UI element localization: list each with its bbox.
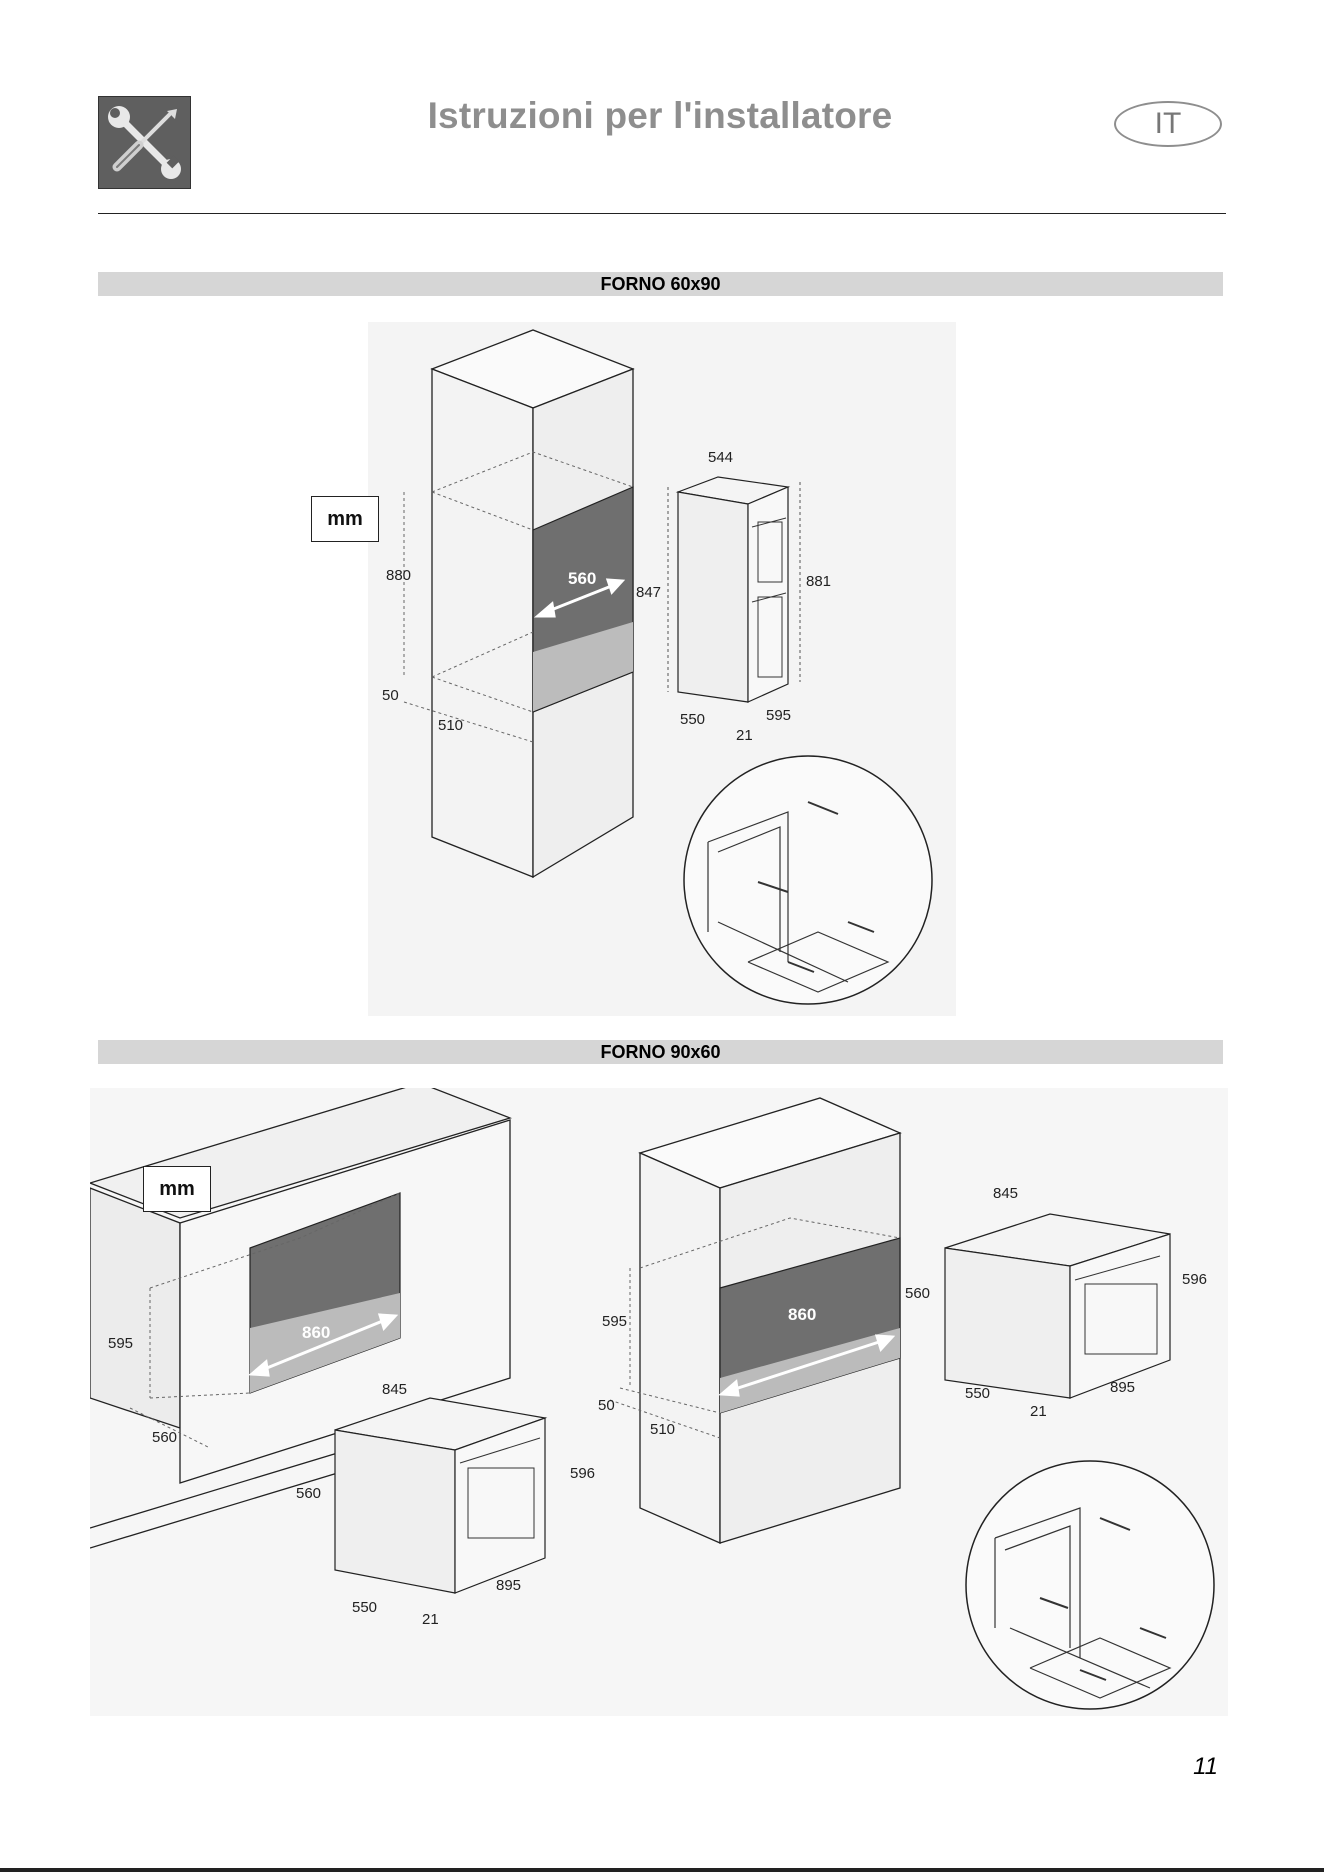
cabinet-depth-label: 510	[438, 717, 463, 734]
column-niche-width-label: 860	[788, 1305, 816, 1324]
counter-height-label: 595	[108, 1335, 133, 1352]
language-badge: IT	[1114, 101, 1222, 147]
counter-depth-label: 560	[152, 1429, 177, 1446]
page-bottom-edge	[0, 1868, 1324, 1872]
column-oven-door-label: 21	[1030, 1403, 1047, 1420]
oven-90x60-installation-diagram: 860 595 560 845 560 596 550 895 21	[90, 1088, 1228, 1716]
oven-door-label: 21	[736, 727, 753, 744]
column-oven-front-width-label: 895	[1110, 1379, 1135, 1396]
counter-oven-height-label: 560	[296, 1485, 321, 1502]
cabinet-height-label: 880	[386, 567, 411, 584]
unit-box-60x90: mm	[311, 496, 379, 542]
counter-oven-front-width-label: 895	[496, 1577, 521, 1594]
screw-detail-icon	[966, 1461, 1214, 1709]
counter-oven-front-height-label: 596	[570, 1465, 595, 1482]
column-height-label: 595	[602, 1313, 627, 1330]
screw-detail-icon	[684, 756, 932, 1004]
counter-niche-width-label: 860	[302, 1323, 330, 1342]
unit-label: mm	[327, 508, 363, 530]
column-oven-depth-label: 550	[965, 1385, 990, 1402]
counter-oven-top-width-label: 845	[382, 1381, 407, 1398]
oven-60x90-installation-diagram: 560 880 50 510 544 847 881 550 595 21	[368, 322, 956, 1016]
counter-oven-depth-label: 550	[352, 1599, 377, 1616]
unit-box-90x60: mm	[143, 1166, 211, 1212]
oven-front-height-label: 881	[806, 573, 831, 590]
column-depth-label: 510	[650, 1421, 675, 1438]
tools-icon	[98, 96, 191, 189]
unit-label: mm	[159, 1178, 195, 1200]
page-title: Istruzioni per l'installatore	[420, 95, 900, 137]
counter-oven-door-label: 21	[422, 1611, 439, 1628]
section-heading-60x90: FORNO 60x90	[98, 272, 1223, 296]
header-divider	[98, 213, 1226, 214]
oven-depth-label: 550	[680, 711, 705, 728]
column-gap-label: 50	[598, 1397, 615, 1414]
column-oven-front-height-label: 596	[1182, 1271, 1207, 1288]
cabinet-gap-label: 50	[382, 687, 399, 704]
column-oven-height-label: 560	[905, 1285, 930, 1302]
section-heading-90x60: FORNO 90x60	[98, 1040, 1223, 1064]
oven-height-label: 847	[636, 584, 661, 601]
oven-front-width-label: 595	[766, 707, 791, 724]
column-oven-top-width-label: 845	[993, 1185, 1018, 1202]
niche-width-label: 560	[568, 569, 596, 588]
oven-top-width-label: 544	[708, 449, 733, 466]
page-number: 11	[1170, 1753, 1218, 1781]
